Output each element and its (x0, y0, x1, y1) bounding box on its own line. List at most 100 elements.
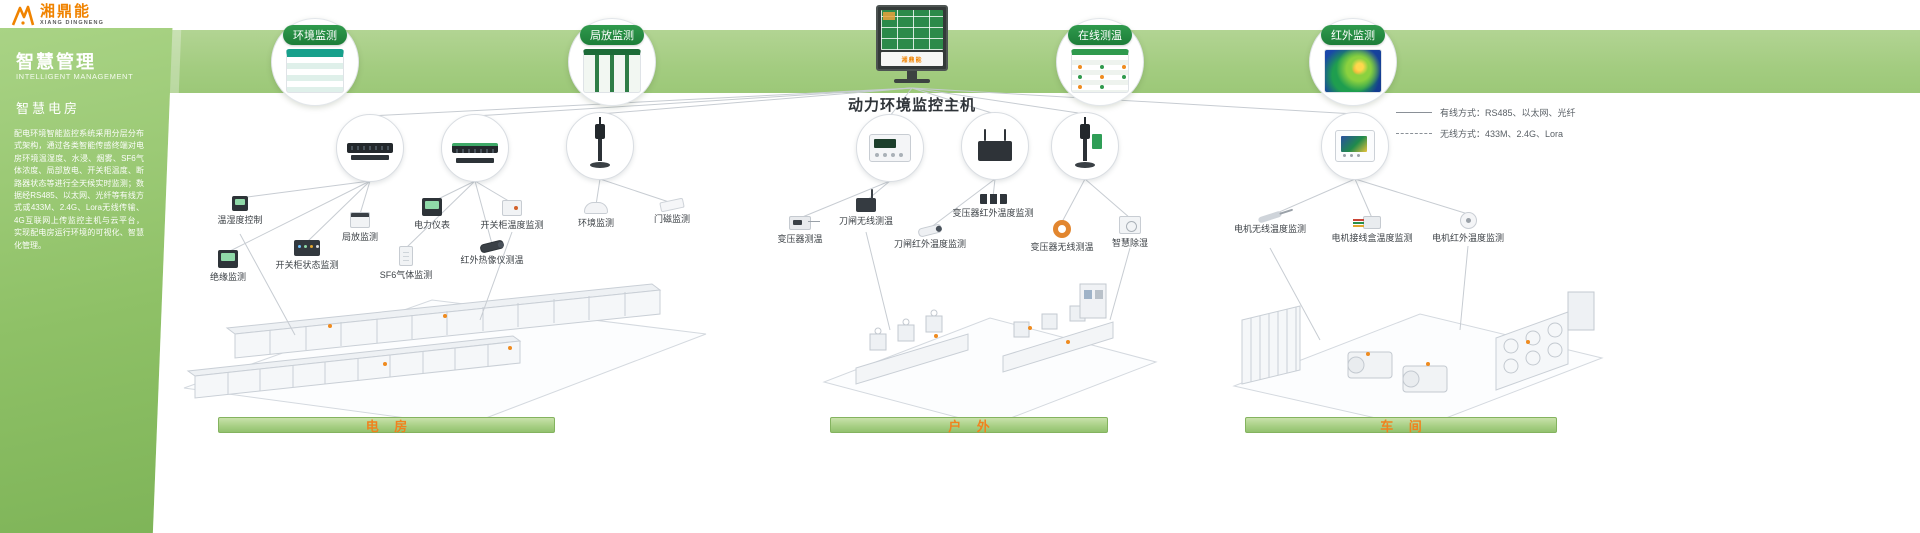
door-magnet-icon (659, 197, 685, 213)
brand-name-en: XIANG DINGNENG (40, 20, 104, 27)
data-collector-device-circle (441, 114, 509, 182)
wireless-rtu-device-circle (961, 112, 1029, 180)
brand-logo-icon (11, 5, 35, 26)
device-label: 电机无线温度监测 (1233, 224, 1306, 234)
device-motor-ir-temp: 电机红外温度监测 (1420, 212, 1516, 243)
host-monitor-base (894, 79, 930, 83)
ir-camera-icon (917, 223, 943, 238)
ct-ring-sensor-icon (1053, 220, 1071, 238)
switchgear-status-icon (294, 240, 320, 256)
wireless-rtu-icon (978, 129, 1012, 161)
antenna-module-device-circle (1051, 112, 1119, 180)
callout-label-environment: 环境监测 (283, 25, 347, 45)
callout-label-infrared: 红外监测 (1321, 25, 1385, 45)
host-monitor-frame: 湘鼎能 (876, 5, 948, 71)
insulation-monitor-icon (218, 250, 238, 268)
device-insulation-monitor: 绝缘监测 (180, 250, 276, 282)
device-label: 红外热像仪测温 (460, 255, 524, 265)
workshop-illustration (1232, 291, 1604, 429)
device-ir-thermal-camera: 红外热像仪测温 (444, 239, 540, 265)
rack-green-device-icon (452, 143, 498, 163)
sf6-sensor-icon (399, 246, 413, 266)
device-label: 门磁监测 (653, 214, 690, 224)
brand-logo: 湘鼎能 XIANG DINGNENG (10, 3, 104, 29)
legend-wireless-text: 无线方式：433M、2.4G、Lora (1440, 129, 1564, 139)
device-temp-humidity-controller: 温湿度控制 (192, 196, 288, 225)
sidebar: 智慧管理 INTELLIGENT MANAGEMENT 智慧电房 配电环境智能监… (0, 28, 173, 533)
junction-box-icon (1353, 216, 1381, 229)
device-label: 环境监测 (577, 218, 614, 228)
device-label: 变压器测温 (777, 234, 823, 244)
callout-online-temperature: 在线测温 (1056, 18, 1144, 106)
banner-power-room-label: 电 房 (365, 418, 414, 434)
device-motor-wireless-temp: 电机无线温度监测 (1222, 210, 1318, 234)
host-brand-plate: 湘鼎能 (881, 52, 943, 66)
device-label: 局放监测 (341, 232, 378, 242)
partial-discharge-sensor-icon (350, 212, 370, 228)
sidebar-description: 配电环境智能监控系统采用分层分布式架构，通过各类智能传感终端对电房环境温湿度、水… (14, 129, 144, 250)
device-label: 刀闸红外温度监测 (893, 239, 966, 249)
banner-workshop-label: 车 间 (1380, 418, 1428, 434)
device-transformer-ir-temp: 变压器红外温度监测 (945, 194, 1041, 218)
callout-label-partial-discharge: 局放监测 (580, 25, 644, 45)
device-label: 电力仪表 (413, 220, 450, 230)
host-brand-text: 湘鼎能 (901, 57, 923, 64)
partial-discharge-dashboard-thumbnail (583, 49, 641, 93)
ir-sensor-array-icon (979, 194, 1007, 204)
device-label: 绝缘监测 (209, 272, 246, 282)
monitoring-host-device: 湘鼎能 (876, 5, 948, 83)
rack-device-icon (347, 143, 393, 160)
device-transformer-wireless-temp: 变压器无线测温 (1014, 220, 1110, 252)
top-band (140, 30, 1920, 93)
callout-partial-discharge-monitoring: 局放监测 (568, 18, 656, 106)
pd-host-device-circle (336, 114, 404, 182)
wired-line-sample (1396, 112, 1432, 113)
device-label: 变压器红外温度监测 (952, 208, 1034, 218)
sidebar-title: 智慧管理 (16, 52, 96, 72)
dehumidifier-icon (1119, 216, 1141, 234)
power-meter-icon (422, 198, 442, 216)
banner-outdoor-label: 户 外 (948, 418, 996, 434)
device-partial-discharge-monitor: 局放监测 (312, 212, 408, 242)
host-monitor-screen (881, 10, 943, 50)
device-label: 开关柜温度监测 (480, 220, 544, 230)
device-label: 温湿度控制 (217, 215, 263, 225)
antenna-receiver-device-circle (566, 112, 634, 180)
switchgear-temp-sensor-icon (502, 200, 522, 216)
device-smart-dehumidifier: 智慧除湿 (1082, 216, 1178, 248)
environment-dashboard-thumbnail (286, 49, 344, 93)
connection-legend: 有线方式：RS485、以太网、光纤 无线方式：433M、2.4G、Lora (1396, 106, 1576, 148)
device-knife-switch-wireless-temp: 刀闸无线测温 (818, 189, 914, 226)
round-ir-sensor-icon (1459, 212, 1477, 229)
device-label: SF6气体监测 (379, 270, 433, 280)
device-label: 智慧除湿 (1111, 238, 1148, 248)
device-power-meter: 电力仪表 (384, 198, 480, 230)
antenna-module-icon (1070, 117, 1102, 168)
device-environment-sensor: 环境监测 (548, 202, 644, 228)
device-switchgear-temp-monitor: 开关柜温度监测 (464, 200, 560, 230)
banner-power-room: 电 房 (218, 417, 555, 434)
callout-environment-monitoring: 环境监测 (271, 18, 359, 106)
banner-outdoor: 户 外 (830, 417, 1108, 434)
device-label: 开关柜状态监测 (275, 260, 339, 270)
infrared-thermal-thumbnail (1324, 49, 1382, 93)
legend-wireless-row: 无线方式：433M、2.4G、Lora (1396, 127, 1576, 140)
legend-wired-text: 有线方式：RS485、以太网、光纤 (1440, 108, 1576, 118)
device-label: 刀闸无线测温 (838, 216, 893, 226)
device-label: 电机接线盒温度监测 (1331, 233, 1413, 243)
power-room-illustration (183, 283, 707, 427)
wireless-line-sample (1396, 133, 1432, 134)
callout-label-online-temperature: 在线测温 (1068, 25, 1132, 45)
sidebar-section-title: 智慧电房 (16, 101, 81, 116)
temp-humidity-controller-icon (232, 196, 248, 211)
ir-thermal-camera-icon (479, 239, 505, 254)
host-monitor-stand (907, 71, 917, 79)
brand-name: 湘鼎能 (40, 3, 92, 20)
wireless-temp-sensor-icon (856, 189, 876, 212)
device-label: 变压器无线测温 (1030, 242, 1094, 252)
temp-collector-device-circle (856, 114, 924, 182)
environment-sensor-icon (584, 202, 608, 214)
legend-wired-row: 有线方式：RS485、以太网、光纤 (1396, 106, 1576, 119)
device-motor-junction-box-temp: 电机接线盒温度监测 (1324, 216, 1420, 243)
